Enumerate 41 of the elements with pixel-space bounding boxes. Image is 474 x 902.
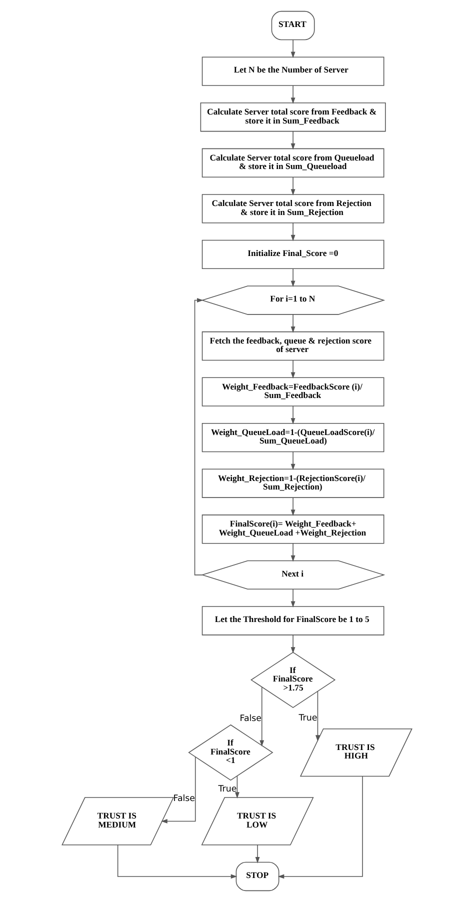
node-box: Weight_Feedback=FeedbackScore (i)/ Sum_Feedback — [202, 377, 384, 406]
arrow — [290, 588, 296, 608]
arrow — [290, 634, 296, 654]
arrow — [260, 686, 264, 747]
arrow — [290, 85, 296, 104]
node-box: Let N be the Number of Server — [202, 56, 384, 86]
edge-label: True — [298, 713, 318, 724]
arrow — [290, 268, 296, 288]
arrow — [234, 776, 240, 798]
node-box: STOP — [236, 862, 280, 892]
arrow — [290, 406, 296, 424]
node-box: Weight_Rejection=1-(RejectionScore(i)/ Sum_Rejection) — [202, 468, 384, 498]
arrow — [290, 222, 296, 242]
node-box: Let the Threshold for FinalScore be 1 to 5 — [202, 606, 384, 636]
edge-label: True — [218, 784, 237, 794]
node-box: Calculate Server total score from Queueload & store it in Sum_Queueload — [202, 148, 384, 178]
arrow — [290, 497, 296, 516]
edge-label: False — [240, 714, 262, 724]
node-box: Weight_QueueLoad=1-(QueueLoadScore(i)/ Sum_QueueLoad) — [202, 422, 384, 452]
node-box: Calculate Server total score from Feedback & store it in Sum_Feedback — [200, 102, 386, 132]
arrow — [290, 451, 296, 470]
arrow — [161, 756, 196, 824]
node-box: Calculate Server total score from Rejection & store it in Sum_Rejection — [202, 194, 384, 224]
arrow — [194, 298, 204, 576]
arrow — [255, 844, 260, 864]
arrow — [290, 130, 296, 150]
arrow — [278, 776, 363, 879]
node-diamond: If FinalScore >1.75 — [250, 652, 336, 708]
node-box: Initialize Final_Score =0 — [202, 240, 384, 270]
arrow — [290, 542, 296, 562]
arrow — [290, 176, 296, 196]
arrow — [290, 360, 296, 379]
node-box: START — [271, 10, 315, 40]
node-diamond: If FinalScore <1 — [188, 724, 274, 781]
edge-label: False — [173, 794, 196, 804]
arrow — [117, 844, 238, 879]
node-box: Fetch the feedback, queue & rejection score of server — [202, 331, 384, 361]
arrow — [290, 314, 296, 333]
arrow — [316, 690, 320, 742]
arrow — [290, 39, 296, 58]
node-box: FinalScore(i)= Weight_Feedback+ Weight_QueueLoad +Weight_Rejection — [202, 514, 384, 544]
